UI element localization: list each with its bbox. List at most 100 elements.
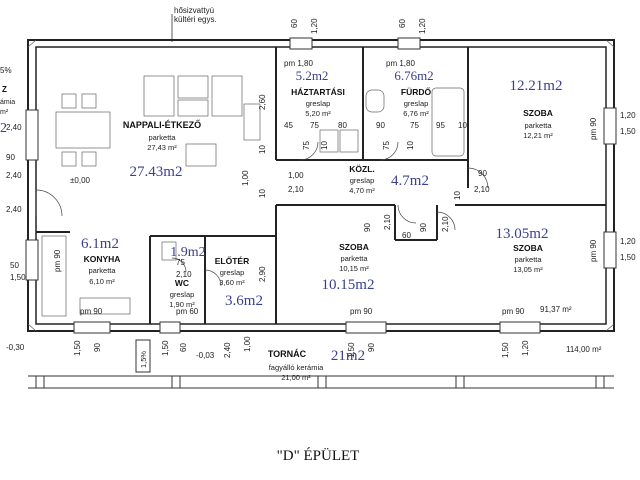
interior-walls xyxy=(36,47,606,324)
svg-text:greslap: greslap xyxy=(220,268,245,277)
svg-text:2,60: 2,60 xyxy=(258,94,267,110)
edge-a: ámia xyxy=(0,99,15,106)
svg-text:90: 90 xyxy=(367,343,376,352)
top-note-line1: hősizvattyú xyxy=(174,6,214,15)
svg-text:pm 90: pm 90 xyxy=(589,117,598,140)
edge-z: Z xyxy=(2,85,7,94)
edge-two: 2 xyxy=(0,121,7,136)
room-furdo: 6.76m2 FÜRDŐ greslap 6,76 m² xyxy=(394,68,433,118)
svg-text:pm 1,80: pm 1,80 xyxy=(284,59,313,68)
svg-text:SZOBA: SZOBA xyxy=(339,242,369,252)
svg-text:10.15m2: 10.15m2 xyxy=(322,277,375,293)
svg-text:10: 10 xyxy=(458,121,467,130)
svg-text:pm 90: pm 90 xyxy=(350,307,373,316)
svg-text:1,50: 1,50 xyxy=(347,342,356,358)
svg-text:60: 60 xyxy=(290,19,299,28)
svg-text:90: 90 xyxy=(363,223,372,232)
svg-text:50: 50 xyxy=(10,261,19,270)
svg-text:1,20: 1,20 xyxy=(310,18,319,34)
svg-text:1,20: 1,20 xyxy=(620,111,636,120)
svg-text:6,76 m²: 6,76 m² xyxy=(403,109,429,118)
svg-text:1,50: 1,50 xyxy=(620,253,636,262)
svg-text:75: 75 xyxy=(302,141,311,150)
svg-text:90: 90 xyxy=(478,169,487,178)
svg-text:2,10: 2,10 xyxy=(441,216,450,232)
svg-text:75: 75 xyxy=(382,141,391,150)
room-kozl: KÖZL. greslap 4,70 m² 4.7m2 xyxy=(349,164,429,195)
svg-text:10,15 m²: 10,15 m² xyxy=(339,264,369,273)
svg-text:1.9m2: 1.9m2 xyxy=(170,245,205,260)
svg-text:pm 90: pm 90 xyxy=(589,239,598,262)
level-zero: ±0,00 xyxy=(70,176,91,185)
svg-text:greslap: greslap xyxy=(170,290,195,299)
svg-text:parketta: parketta xyxy=(88,266,116,275)
svg-text:10: 10 xyxy=(258,189,267,198)
svg-text:3,60 m²: 3,60 m² xyxy=(219,278,245,287)
door-swings xyxy=(35,141,489,287)
svg-text:FÜRDŐ: FÜRDŐ xyxy=(401,86,432,97)
svg-text:90: 90 xyxy=(419,223,428,232)
svg-text:10: 10 xyxy=(258,145,267,154)
svg-text:45: 45 xyxy=(284,121,293,130)
svg-text:1,50: 1,50 xyxy=(10,273,26,282)
porch-outline xyxy=(28,339,614,389)
edge-m: m² xyxy=(0,109,9,116)
furniture xyxy=(41,75,465,317)
svg-text:greslap: greslap xyxy=(404,99,429,108)
svg-text:10: 10 xyxy=(453,191,462,200)
total-inner-area: 91,37 m² xyxy=(540,305,572,314)
svg-text:80: 80 xyxy=(338,121,347,130)
edge-pct: 5% xyxy=(0,66,12,75)
svg-text:1,90 m²: 1,90 m² xyxy=(169,300,195,309)
dimension-labels: 2,40 90 2,40 2,40 50 1,50 pm 90 pm 1,80 … xyxy=(6,18,636,358)
svg-text:60: 60 xyxy=(402,231,411,240)
room-szoba-2: SZOBA parketta 10,15 m² 10.15m2 xyxy=(322,242,375,293)
svg-text:1,20: 1,20 xyxy=(418,18,427,34)
svg-text:1,50: 1,50 xyxy=(501,342,510,358)
svg-text:greslap: greslap xyxy=(350,176,375,185)
svg-text:21,00 m²: 21,00 m² xyxy=(281,373,311,382)
svg-text:2,10: 2,10 xyxy=(176,270,192,279)
svg-text:parketta: parketta xyxy=(514,255,542,264)
room-konyha: 6.1m2 KONYHA parketta 6,10 m² xyxy=(81,236,120,286)
svg-text:2,90: 2,90 xyxy=(258,266,267,282)
svg-text:6.76m2: 6.76m2 xyxy=(394,68,433,83)
svg-text:parketta: parketta xyxy=(148,133,176,142)
svg-text:10: 10 xyxy=(320,141,329,150)
svg-text:pm 90: pm 90 xyxy=(502,307,525,316)
svg-text:1,20: 1,20 xyxy=(620,237,636,246)
windows xyxy=(25,37,617,334)
svg-text:27.43m2: 27.43m2 xyxy=(130,164,183,180)
svg-text:3.6m2: 3.6m2 xyxy=(225,293,263,309)
svg-text:10: 10 xyxy=(406,141,415,150)
svg-text:KONYHA: KONYHA xyxy=(84,254,121,264)
svg-text:HÁZTARTÁSI: HÁZTARTÁSI xyxy=(291,87,345,97)
svg-text:75: 75 xyxy=(410,121,419,130)
svg-text:greslap: greslap xyxy=(306,99,331,108)
svg-text:4,70 m²: 4,70 m² xyxy=(349,186,375,195)
svg-text:90: 90 xyxy=(93,343,102,352)
exterior-walls xyxy=(27,39,615,332)
svg-text:pm 60: pm 60 xyxy=(176,307,199,316)
svg-text:5.2m2: 5.2m2 xyxy=(296,68,329,83)
slope-label: 1,5% xyxy=(139,351,148,368)
svg-text:WC: WC xyxy=(175,278,189,288)
svg-text:1,50: 1,50 xyxy=(161,340,170,356)
svg-text:75: 75 xyxy=(310,121,319,130)
svg-text:pm 90: pm 90 xyxy=(53,249,62,272)
room-eloter: ELŐTÉR greslap 3,60 m² 3.6m2 xyxy=(215,255,263,309)
room-haztartasi: 5.2m2 HÁZTARTÁSI greslap 5,20 m² xyxy=(291,68,345,118)
svg-text:90: 90 xyxy=(376,121,385,130)
drawing-caption: "D" ÉPÜLET xyxy=(277,447,360,464)
room-szoba-1: 12.21m2 SZOBA parketta 12,21 m² xyxy=(510,78,563,140)
svg-text:parketta: parketta xyxy=(340,254,368,263)
svg-text:TORNÁC: TORNÁC xyxy=(268,349,307,359)
svg-text:60: 60 xyxy=(179,343,188,352)
svg-text:13,05 m²: 13,05 m² xyxy=(513,265,543,274)
svg-text:2,40: 2,40 xyxy=(6,171,22,180)
svg-text:1,00: 1,00 xyxy=(243,336,252,352)
svg-text:75: 75 xyxy=(176,258,185,267)
svg-text:95: 95 xyxy=(436,121,445,130)
svg-text:2,40: 2,40 xyxy=(223,342,232,358)
svg-text:2,10: 2,10 xyxy=(383,214,392,230)
